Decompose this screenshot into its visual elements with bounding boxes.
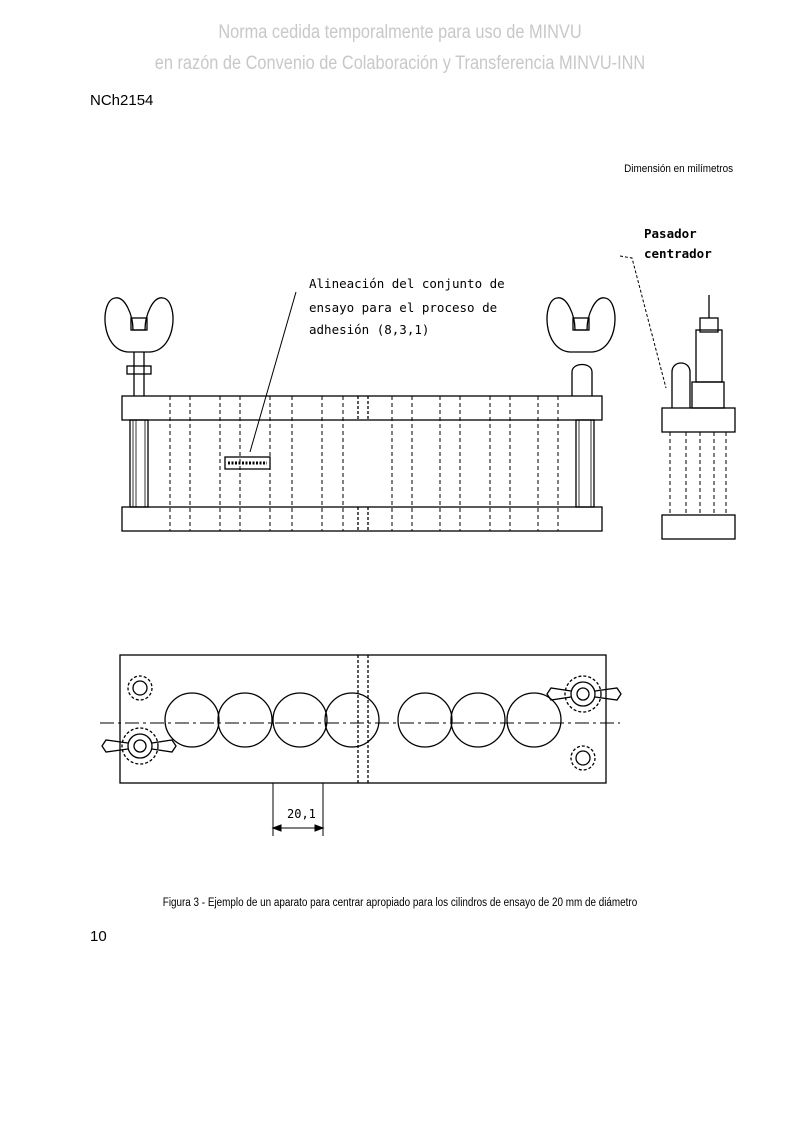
top-view [100, 654, 622, 836]
leader-line-alignment [249, 291, 297, 453]
document-code: NCh2154 [90, 92, 154, 109]
dimension-line [271, 783, 325, 836]
hole-6 [450, 692, 506, 748]
alignment-label-line-1: Alineación del conjunto de [309, 276, 505, 291]
test-specimen [224, 456, 271, 470]
right-post [575, 419, 595, 508]
hole-2 [217, 692, 273, 748]
pin-label-line-1: Pasador [644, 226, 697, 241]
page-number: 10 [90, 928, 107, 945]
side-view [104, 291, 616, 532]
watermark-line-1: Norma cedida temporalmente para uso de M… [218, 22, 582, 43]
alignment-label-line-3: adhesión (8,3,1) [309, 322, 429, 337]
hole-4 [324, 692, 380, 748]
plate [119, 654, 607, 784]
right-wing-nut [546, 297, 616, 396]
alignment-label-line-2: ensayo para el proceso de [309, 300, 497, 315]
left-wing-nut-top [101, 727, 177, 765]
right-wing-nut-top [546, 675, 622, 713]
pin-label-line-2: centrador [644, 246, 712, 261]
left-wing-nut [104, 297, 174, 396]
dimension-value: 20,1 [287, 807, 316, 821]
watermark-line-2: en razón de Convenio de Colaboración y T… [154, 53, 646, 74]
hole-5 [397, 692, 453, 748]
figure-caption: Figura 3 - Ejemplo de un aparato para ce… [162, 897, 638, 909]
end-view [619, 255, 736, 540]
hole-1 [164, 692, 220, 748]
left-post [129, 419, 149, 508]
dimension-note: Dimensión en milímetros [624, 163, 733, 175]
bottom-bar [121, 506, 603, 532]
hole-3 [272, 692, 328, 748]
centering-pin [671, 362, 691, 408]
leader-line-pin [619, 255, 667, 389]
hole-7 [506, 692, 562, 748]
top-bar [121, 395, 603, 421]
